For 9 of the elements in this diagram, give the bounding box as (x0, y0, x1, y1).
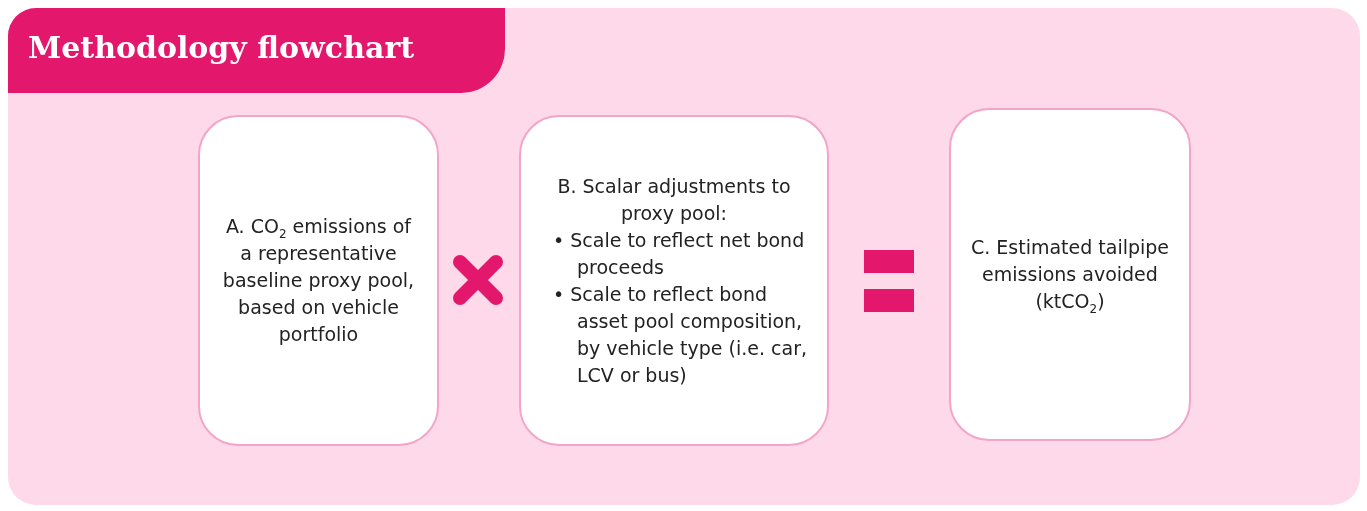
step-text: A. CO$_{2}$ emissions of a representative baseline proxy pool, based on vehicle portfolio (221, 214, 416, 347)
step-box (949, 108, 1191, 441)
step-box (519, 115, 829, 446)
step-text: B. Scalar adjustments to proxy pool: (556, 173, 792, 226)
title: Methodology flowchart (28, 30, 415, 65)
bullet-text: • Scale to reflect net bond proceeds (552, 227, 806, 280)
step-box (198, 115, 439, 446)
step-text: C. Estimated tailpipe emissions avoided (ktCO$_{2}$) (969, 235, 1171, 315)
bullet-text: • Scale to reflect bond asset pool composition, by vehicle type (i.e. car, LCV or bus) (552, 281, 808, 388)
